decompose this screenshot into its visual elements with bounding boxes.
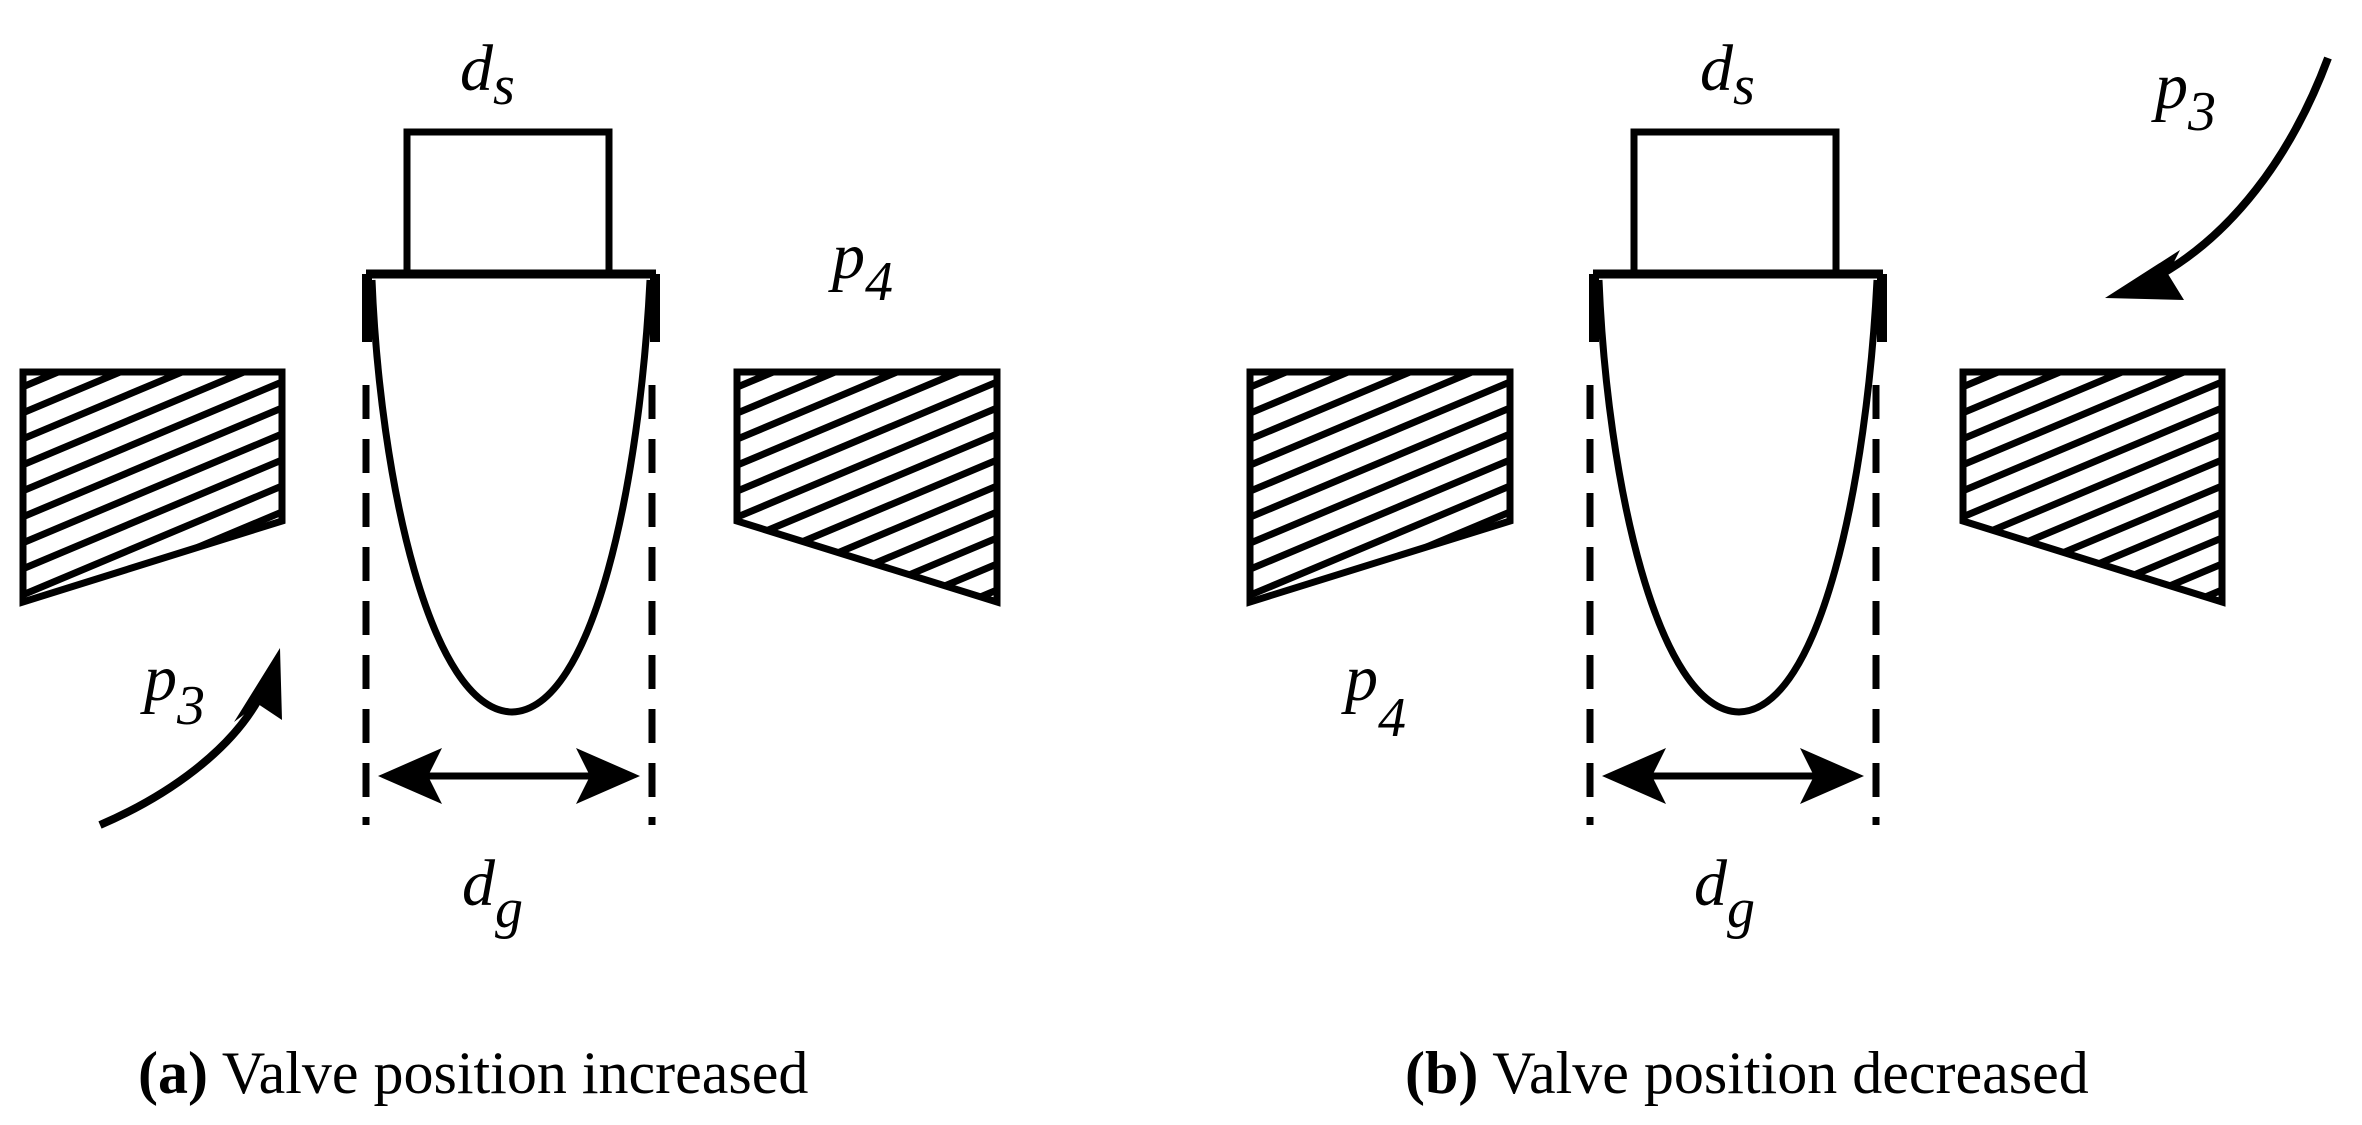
hatch-line bbox=[1250, 430, 1510, 547]
valve-stem bbox=[1630, 128, 1840, 278]
hatch-line bbox=[1963, 668, 2222, 777]
hatch-line bbox=[737, 668, 997, 777]
outlet-pressure-label: p4 bbox=[828, 220, 893, 313]
hatch-line bbox=[1963, 404, 2222, 521]
flow-arrow-inlet bbox=[2105, 56, 2332, 300]
valve-plug bbox=[362, 269, 660, 716]
gap-width-arrow bbox=[378, 748, 640, 804]
valve-plug bbox=[1589, 269, 1887, 716]
hatch-line bbox=[737, 378, 997, 495]
hatch-line bbox=[1963, 252, 2222, 361]
hatch-line bbox=[737, 372, 997, 417]
hatch-line bbox=[23, 404, 282, 521]
hatch-line bbox=[23, 378, 282, 495]
hatch-line bbox=[737, 560, 997, 602]
hatch-line bbox=[1963, 560, 2222, 602]
valve-seat-left bbox=[19, 252, 286, 829]
hatch-line bbox=[1963, 616, 2222, 725]
hatch-line bbox=[1963, 378, 2222, 495]
valve-seat-right bbox=[1959, 252, 2226, 829]
hatch-line bbox=[23, 430, 282, 547]
hatch-line bbox=[1963, 720, 2222, 829]
panel-a: ds p4 p3 dg (a) Valve position increased bbox=[19, 32, 1001, 1106]
hatch-line bbox=[737, 430, 997, 547]
hatch-line bbox=[1250, 456, 1510, 573]
stem-diameter-label: ds bbox=[460, 32, 515, 117]
hatch-line bbox=[1250, 372, 1510, 443]
valve-seat-left bbox=[1246, 252, 1514, 607]
stem-diameter-label: ds bbox=[1700, 32, 1755, 117]
hatch-line bbox=[1963, 586, 2222, 602]
outlet-pressure-label: p4 bbox=[1341, 642, 1406, 749]
hatch-line bbox=[737, 720, 997, 829]
hatch-line bbox=[23, 252, 282, 361]
hatch-line bbox=[1250, 372, 1510, 417]
hatch-line bbox=[1963, 372, 2222, 443]
hatch-line bbox=[1250, 378, 1510, 495]
hatch-line bbox=[23, 372, 282, 417]
hatch-line bbox=[737, 616, 997, 725]
hatch-line bbox=[23, 456, 282, 573]
hatch-line bbox=[1250, 404, 1510, 521]
caption-a: (a) Valve position increased bbox=[138, 1040, 808, 1106]
hatch-line bbox=[737, 404, 997, 521]
hatch-line bbox=[737, 372, 997, 443]
hatch-line bbox=[1963, 642, 2222, 751]
gap-width-arrow bbox=[1602, 748, 1864, 804]
inlet-pressure-label: p3 bbox=[140, 642, 205, 737]
valve-stem bbox=[403, 128, 613, 278]
hatch-line bbox=[1963, 372, 2222, 417]
gap-diameter-label: dg bbox=[462, 847, 523, 940]
hatch-line bbox=[737, 694, 997, 803]
hatch-line bbox=[23, 482, 282, 599]
hatch-line bbox=[23, 720, 282, 829]
valve-seat-right bbox=[733, 368, 1001, 829]
hatch-line bbox=[1250, 586, 1510, 602]
gap-diameter-label: dg bbox=[1694, 847, 1755, 940]
inlet-pressure-label: p3 bbox=[2151, 50, 2216, 143]
flow-arrow-inlet bbox=[98, 648, 282, 829]
hatch-line bbox=[1250, 252, 1510, 361]
hatch-line bbox=[1963, 694, 2222, 803]
hatch-line bbox=[1250, 482, 1510, 599]
hatch-line bbox=[23, 372, 282, 443]
hatch-line bbox=[737, 642, 997, 751]
hatch-line bbox=[737, 586, 997, 602]
hatch-line bbox=[1963, 430, 2222, 547]
caption-b: (b) Valve position decreased bbox=[1405, 1040, 2089, 1106]
panel-b: ds p3 p4 dg (b) Valve position decreased bbox=[1246, 32, 2332, 1106]
